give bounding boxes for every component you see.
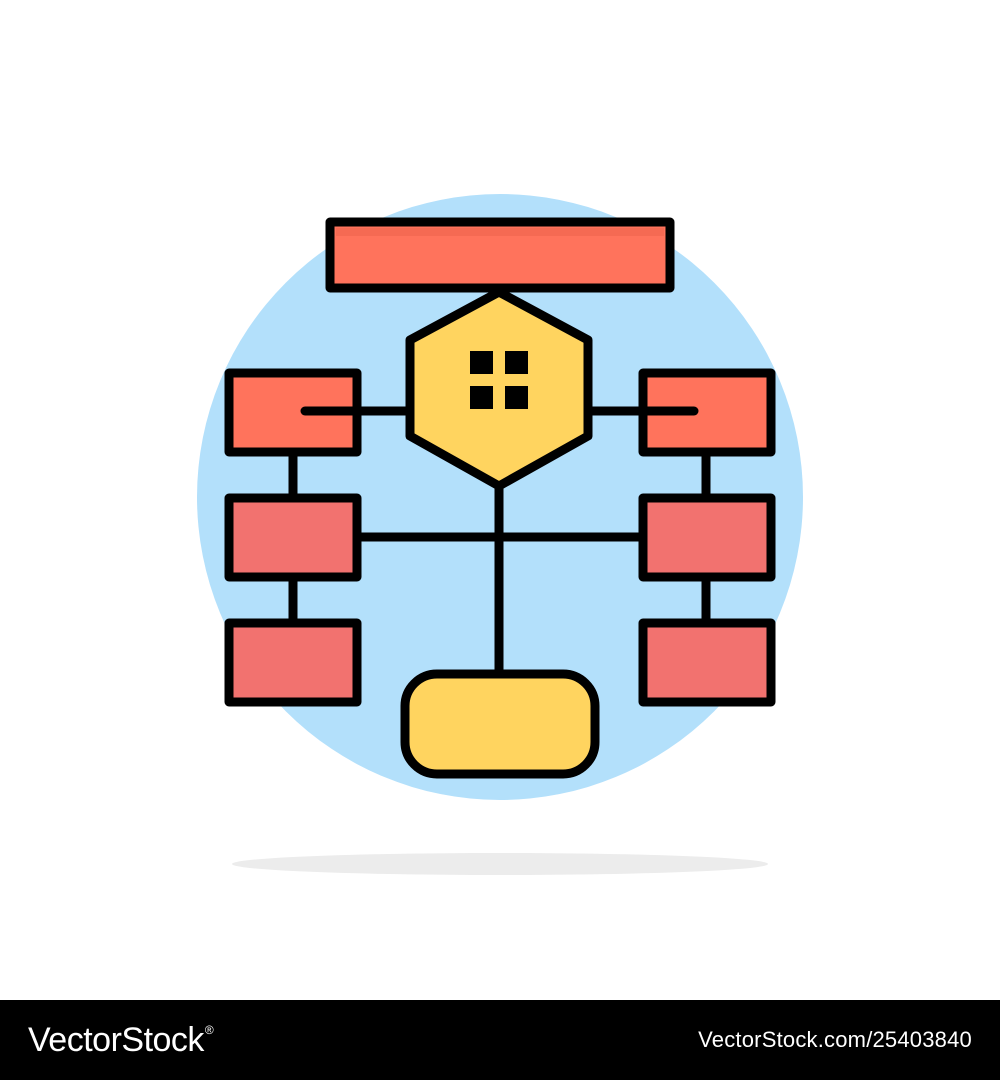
right-box-middle (638, 493, 776, 582)
registered-mark: ® (204, 1022, 214, 1037)
brand-logo: VectorStock® (28, 1021, 214, 1060)
brand-name: VectorStock (28, 1020, 204, 1059)
left-box-middle (224, 493, 362, 582)
left-box-bottom (224, 618, 362, 707)
top-process-box (325, 217, 675, 293)
flowchart-icon (197, 194, 803, 875)
ground-shadow (232, 853, 768, 875)
asset-id: VectorStock.com/25403840 (698, 1027, 972, 1052)
hexagon-decision-node (405, 287, 593, 491)
right-box-bottom (638, 618, 776, 707)
watermark-footer: VectorStock® VectorStock.com/25403840 (0, 1000, 1000, 1080)
terminal-node (400, 669, 600, 779)
grid-icon (470, 351, 528, 409)
